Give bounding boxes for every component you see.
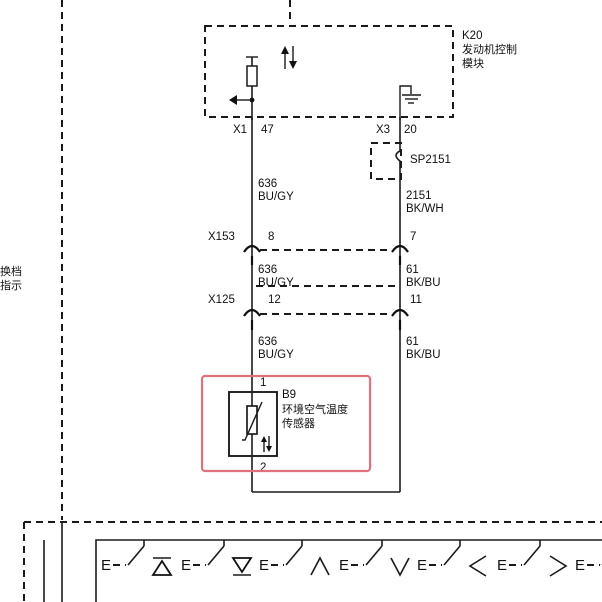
bottom-cell-label: E bbox=[417, 557, 427, 574]
bottom-cell-label: E bbox=[339, 557, 349, 574]
splice-symbol-icon bbox=[395, 143, 401, 179]
module-k20-id: K20 bbox=[462, 30, 482, 42]
switch-blade bbox=[207, 545, 225, 566]
sensor-b9-box bbox=[228, 391, 278, 457]
right-seg3-color: BK/BU bbox=[406, 349, 441, 361]
sensor-pin-bottom: 2 bbox=[260, 462, 266, 474]
connector-x125-name: X125 bbox=[208, 294, 235, 306]
right-seg3-circuit: 61 bbox=[406, 336, 419, 348]
right-seg1-color: BK/WH bbox=[406, 203, 444, 215]
left-seg2-circuit: 636 bbox=[258, 264, 277, 276]
right-seg2-color: BK/BU bbox=[406, 277, 441, 289]
ground-icon bbox=[399, 85, 421, 120]
bidirectional-arrows-icon bbox=[281, 46, 297, 69]
connector-x125-pin-left: 12 bbox=[268, 294, 281, 306]
module-k20-name-line1: 发动机控制 bbox=[462, 42, 517, 56]
right-seg2-circuit: 61 bbox=[406, 264, 419, 276]
caret-down-icon bbox=[390, 557, 410, 577]
switch-blade bbox=[365, 545, 383, 566]
triangle-up-bar-icon bbox=[151, 557, 173, 576]
left-seg3-color: BU/GY bbox=[258, 349, 294, 361]
bottom-cell-label: E bbox=[259, 557, 269, 574]
connector-x125-symbol bbox=[243, 308, 409, 330]
right-seg1-circuit: 2151 bbox=[406, 190, 432, 202]
connector-x125-pin-right: 11 bbox=[410, 294, 422, 306]
switch-blade bbox=[285, 545, 303, 566]
greater-than-icon bbox=[549, 555, 568, 577]
switch-blade bbox=[523, 545, 541, 566]
less-than-icon bbox=[468, 555, 487, 577]
triangle-down-bar-icon bbox=[231, 557, 253, 576]
sensor-bidirectional-arrows-icon bbox=[261, 436, 272, 452]
sensor-b9-id: B9 bbox=[282, 389, 296, 401]
left-seg1-circuit: 636 bbox=[258, 178, 277, 190]
signal-output-arrow-icon bbox=[229, 95, 252, 105]
left-fragment-line2: 指示 bbox=[0, 278, 22, 292]
connector-x3-pin: 20 bbox=[404, 124, 417, 136]
sensor-b9-name-line1: 环境空气温度 bbox=[282, 402, 348, 416]
thermistor-icon bbox=[242, 390, 263, 492]
connector-x153-pin-left: 8 bbox=[268, 231, 274, 243]
sensor-pin-top: 1 bbox=[260, 377, 266, 389]
sensor-b9-name-line2: 传感器 bbox=[282, 417, 315, 430]
bottom-cell-label: E bbox=[497, 557, 507, 574]
module-k20-box bbox=[204, 25, 454, 118]
pull-up-resistor-icon bbox=[246, 56, 258, 120]
connector-x153-symbol bbox=[243, 244, 409, 287]
connector-x1-pin: 47 bbox=[261, 124, 274, 136]
connector-x1-name: X1 bbox=[233, 124, 247, 136]
connector-x153-pin-right: 7 bbox=[410, 231, 416, 243]
left-fragment-line1: 换档 bbox=[0, 264, 22, 278]
splice-sp2151-box bbox=[370, 142, 402, 180]
bottom-inner-bracket bbox=[95, 539, 602, 602]
splice-sp2151-id: SP2151 bbox=[410, 154, 451, 166]
connector-x153-name: X153 bbox=[208, 231, 235, 243]
switch-blade bbox=[127, 545, 145, 566]
bottom-cell-label: E bbox=[575, 557, 585, 574]
caret-up-icon bbox=[310, 556, 330, 576]
bottom-cell-label: E bbox=[181, 557, 191, 574]
left-seg2-color: BU/GY bbox=[258, 277, 294, 289]
left-seg1-color: BU/GY bbox=[258, 191, 294, 203]
connector-x3-name: X3 bbox=[376, 124, 390, 136]
left-seg3-circuit: 636 bbox=[258, 336, 277, 348]
highlight-frame bbox=[200, 374, 372, 473]
bottom-cell-label: E bbox=[101, 557, 111, 574]
switch-blade bbox=[443, 545, 461, 566]
module-k20-name-line2: 模块 bbox=[462, 57, 484, 70]
